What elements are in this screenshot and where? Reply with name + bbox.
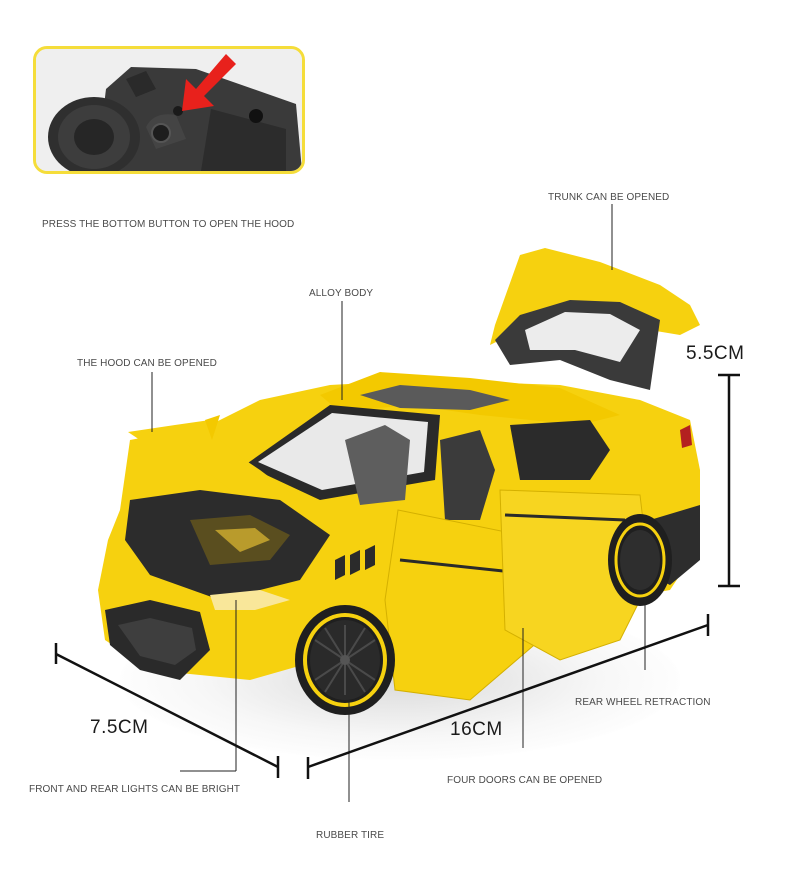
inset-caption: PRESS THE BOTTOM BUTTON TO OPEN THE HOOD bbox=[42, 219, 295, 230]
dimension-length: 16CM bbox=[450, 719, 503, 740]
label-hood: THE HOOD CAN BE OPENED bbox=[77, 358, 217, 369]
dimension-height: 5.5CM bbox=[686, 343, 745, 364]
inset-hood-button-photo bbox=[33, 46, 305, 174]
label-rear-wheel: REAR WHEEL RETRACTION bbox=[575, 697, 711, 708]
dimension-width: 7.5CM bbox=[90, 717, 149, 738]
open-trunk-lid bbox=[490, 248, 700, 390]
label-lights: FRONT AND REAR LIGHTS CAN BE BRIGHT bbox=[29, 784, 241, 795]
label-tire: RUBBER TIRE bbox=[316, 830, 385, 841]
front-wheel bbox=[295, 605, 395, 715]
red-arrow-icon bbox=[182, 54, 236, 111]
label-alloy-body: ALLOY BODY bbox=[309, 288, 374, 299]
label-trunk: TRUNK CAN BE OPENED bbox=[548, 192, 670, 203]
leader-lines bbox=[151, 204, 646, 802]
rear-wheel bbox=[608, 514, 672, 606]
label-doors: FOUR DOORS CAN BE OPENED bbox=[447, 775, 603, 786]
dimension-lines bbox=[54, 373, 740, 779]
car-underside-illustration bbox=[36, 49, 302, 171]
